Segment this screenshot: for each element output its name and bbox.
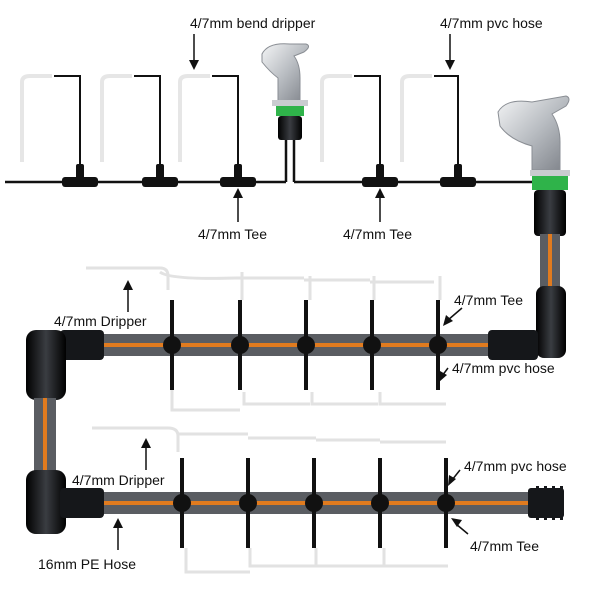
- label-dripper-low: 4/7mm Dripper: [72, 472, 165, 488]
- tee-fitting: [297, 300, 315, 390]
- tee-fitting: [239, 458, 257, 548]
- annotation-arrows: [113, 34, 469, 550]
- tee-fitting: [220, 164, 256, 187]
- tees-top: [62, 164, 476, 187]
- tee-fitting: [231, 300, 249, 390]
- label-tee-mid: 4/7mm Tee: [454, 292, 523, 308]
- tees-low: [173, 458, 455, 548]
- faucet-icon: [261, 43, 310, 140]
- elbow-fitting: [26, 330, 66, 400]
- elbow-fitting: [536, 286, 566, 358]
- label-pvc-hose-low: 4/7mm pvc hose: [464, 458, 567, 474]
- end-plug-icon: [528, 486, 564, 520]
- bend-dripper: [400, 74, 459, 166]
- tee-fitting: [429, 300, 447, 390]
- label-pvc-hose-top: 4/7mm pvc hose: [440, 15, 543, 31]
- label-tee-low: 4/7mm Tee: [470, 538, 539, 554]
- tee-fitting: [440, 164, 476, 187]
- faucet-feed-hose: [284, 140, 296, 182]
- tees-mid: [163, 300, 447, 390]
- tee-fitting: [371, 458, 389, 548]
- tee-fitting: [437, 458, 455, 548]
- drippers-mid: [86, 266, 446, 412]
- tee-fitting: [62, 164, 98, 187]
- label-pe-hose: 16mm PE Hose: [38, 556, 137, 572]
- label-bend-dripper: 4/7mm bend dripper: [190, 15, 316, 31]
- bend-dripper: [100, 74, 161, 166]
- label-pvc-hose-mid: 4/7mm pvc hose: [452, 360, 555, 376]
- bend-drippers-top: [20, 74, 459, 166]
- label-tee-top-left: 4/7mm Tee: [198, 226, 267, 242]
- bend-dripper: [320, 74, 381, 166]
- drippers-low: [92, 426, 448, 574]
- bend-dripper: [20, 74, 81, 166]
- tee-fitting: [173, 458, 191, 548]
- label-dripper-mid: 4/7mm Dripper: [54, 313, 147, 329]
- top-drip-line: [5, 43, 570, 236]
- tee-fitting: [363, 300, 381, 390]
- tee-fitting: [142, 164, 178, 187]
- tee-fitting: [362, 164, 398, 187]
- bend-dripper: [178, 74, 239, 166]
- label-tee-top-right: 4/7mm Tee: [343, 226, 412, 242]
- elbow-fitting: [26, 470, 66, 534]
- tee-fitting: [163, 300, 181, 390]
- tee-fitting: [305, 458, 323, 548]
- faucet-icon: [497, 95, 570, 236]
